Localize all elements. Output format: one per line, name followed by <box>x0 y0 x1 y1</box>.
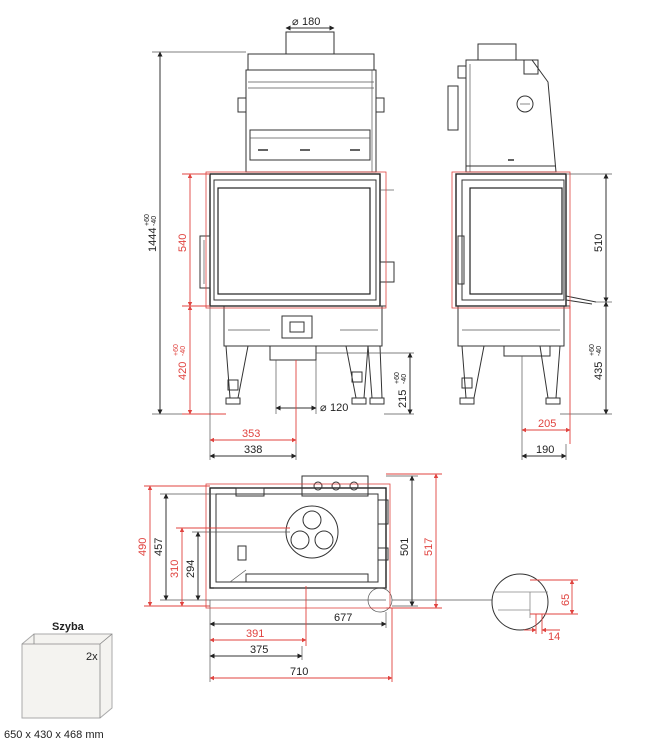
side-depth-black-label: 190 <box>536 444 554 456</box>
dim-flue-diameter: ⌀ 180 <box>285 16 335 31</box>
side-firebox <box>455 173 597 307</box>
glass-icon <box>21 633 113 719</box>
plan-depth-outer-black-label: 457 <box>153 538 165 556</box>
front-floor-tol-plus: +60 <box>173 344 180 356</box>
side-depth-red-label: 205 <box>538 418 556 430</box>
front-legs <box>225 345 385 405</box>
dim-side-glass-height: 510 <box>566 173 612 303</box>
front-floor-height-label: 420 <box>177 362 189 380</box>
side-glass-height-label: 510 <box>593 234 605 252</box>
front-glass-outline <box>205 171 387 309</box>
front-base <box>223 305 383 361</box>
glass-size: 650 x 430 x 468 mm <box>4 729 104 741</box>
detail-offset-vertical-label: 65 <box>560 594 572 606</box>
dim-plan-depth-inner: 310 294 <box>169 527 290 607</box>
side-floor-height-label: 435 <box>593 362 605 380</box>
total-height-tol-plus: +60 <box>144 214 151 226</box>
dim-total-height: 1444 +60 -40 <box>144 51 246 415</box>
dim-plan-depth-outer: 490 457 <box>137 485 216 607</box>
side-floor-tol-minus: -40 <box>596 346 603 356</box>
air-inlet-tol-plus: +60 <box>394 372 401 384</box>
air-inlet-tol-minus: -40 <box>401 374 408 384</box>
svg-text:⌀: ⌀ <box>292 16 299 28</box>
front-width-red-label: 353 <box>242 428 260 440</box>
dim-air-inlet-height: 215 +60 -40 <box>316 352 414 415</box>
plan-width-body-label: 677 <box>334 612 352 624</box>
glass-quantity: 2x <box>86 651 98 663</box>
front-firebox <box>199 173 395 307</box>
plan-width-total-label: 710 <box>290 666 308 678</box>
plan-right-depth-black-label: 501 <box>399 538 411 556</box>
dim-air-inlet-diameter: ⌀ 120 <box>275 360 348 414</box>
dim-front-floor-height: 420 +60 -40 <box>173 305 226 415</box>
svg-text:⌀: ⌀ <box>320 402 327 414</box>
flue-diameter-label: 180 <box>302 16 320 28</box>
dim-front-glass-height: 540 <box>177 173 210 307</box>
front-glass-height-label: 540 <box>177 234 189 252</box>
side-convection-housing <box>447 43 557 173</box>
total-height-tol-minus: -40 <box>151 216 158 226</box>
side-glass-outline <box>451 171 571 309</box>
plan-right-depth-red-label: 517 <box>423 538 435 556</box>
dim-side-floor-height: 435 +60 -40 <box>560 301 612 415</box>
plan-depth-outer-red-label: 490 <box>137 538 149 556</box>
glass-info: Szyba 2x 650 x 430 x 468 mm <box>4 621 113 741</box>
dim-side-depth: 205 190 <box>521 306 571 460</box>
plan-view: 490 457 310 294 501 517 <box>137 473 442 682</box>
glass-title: Szyba <box>52 621 85 633</box>
side-view: 510 435 +60 -40 205 190 <box>447 43 612 460</box>
front-view: ⌀ 180 1444 +60 -40 540 420 +60 -40 <box>144 16 414 460</box>
dim-plan-right-depth: 501 517 <box>386 473 442 609</box>
side-legs <box>459 345 561 405</box>
air-inlet-diameter-label: 120 <box>330 402 348 414</box>
plan-depth-inner-red-label: 310 <box>169 560 181 578</box>
side-floor-tol-plus: +60 <box>589 344 596 356</box>
side-base <box>457 305 565 357</box>
plan-depth-inner-black-label: 294 <box>185 560 197 578</box>
plan-outline <box>205 483 391 609</box>
front-floor-tol-minus: -40 <box>180 346 187 356</box>
detail-offset-horizontal-label: 14 <box>548 631 560 643</box>
front-convection-housing <box>237 69 385 173</box>
plan-body <box>209 475 393 613</box>
dim-plan-widths: 677 391 375 710 <box>209 586 393 682</box>
plan-width-red-label: 391 <box>246 628 264 640</box>
total-height-label: 1444 <box>147 228 159 252</box>
dim-front-width: 353 338 <box>209 306 297 460</box>
air-inlet-height-label: 215 <box>397 390 409 408</box>
plan-width-black-label: 375 <box>250 644 268 656</box>
detail-view: 65 14 <box>491 573 578 643</box>
front-flue <box>246 31 376 71</box>
front-width-black-label: 338 <box>244 444 262 456</box>
